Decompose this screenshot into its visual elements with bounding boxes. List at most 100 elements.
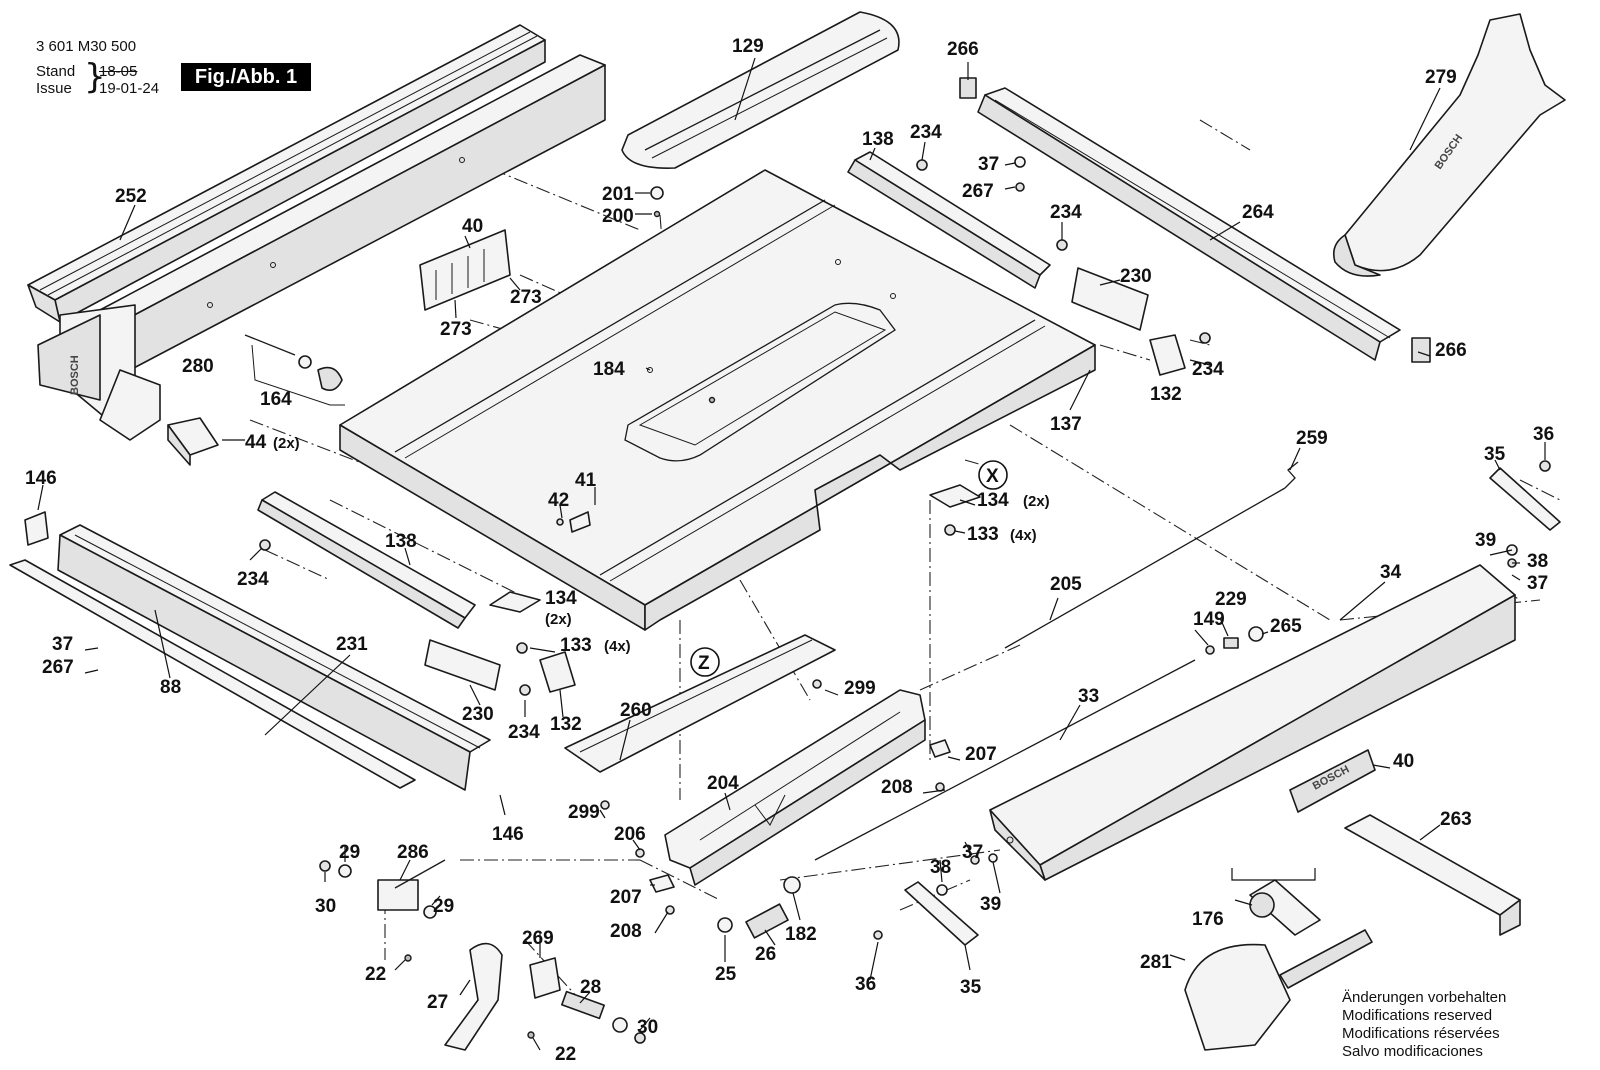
part-label-133: 133 [560,635,592,656]
part-label-205: 205 [1050,574,1082,595]
part-label-234: 234 [237,569,269,590]
part-label-234: 234 [508,722,540,743]
part-label-206: 206 [614,824,646,845]
marker-x-text: X [986,466,999,487]
modification-notes: Änderungen vorbehalten Modifications res… [1342,989,1506,1061]
part-label-22: 22 [365,964,386,985]
part-label-134: 134 [977,490,1009,511]
qty-134a: (2x) [545,611,572,628]
qty-134b: (2x) [1023,493,1050,510]
part-label-29: 29 [433,896,454,917]
part-label-299: 299 [844,678,876,699]
part-label-34: 34 [1380,562,1402,583]
part-label-234: 234 [910,122,942,143]
stand-label: Stand [36,63,76,80]
part-label-208: 208 [881,777,913,798]
part-label-37: 37 [962,842,983,863]
part-label-36: 36 [1533,424,1554,445]
issue-label: Issue [36,80,72,97]
part-label-36: 36 [855,974,876,995]
small-parts-lower-left [319,859,646,1051]
brace-icon: } [84,57,106,97]
part-label-234: 234 [1192,359,1224,380]
part-label-264: 264 [1242,202,1274,223]
bracket-132-upper [1149,334,1186,376]
scale-88 [9,559,416,789]
part-label-266: 266 [947,39,979,60]
brackets-lower [259,484,981,696]
table-137 [339,169,1096,631]
bar-263 [1344,814,1521,936]
qty-44: (2x) [273,435,300,452]
rod-205 [1004,461,1299,649]
part-label-260: 260 [620,700,652,721]
part-label-149: 149 [1193,609,1225,630]
note-line-3: Modifications réservées [1342,1025,1500,1042]
part-label-138: 138 [385,531,417,552]
part-label-184: 184 [593,359,625,380]
part-label-40: 40 [1393,751,1414,772]
beam-34 [989,564,1516,881]
part-label-134: 134 [545,588,577,609]
small-parts-lower-mid [600,679,951,939]
part-label-146: 146 [25,468,57,489]
part-label-146: 146 [492,824,524,845]
part-label-252: 252 [115,186,147,207]
part-label-176: 176 [1192,909,1224,930]
issue-date: 19-01-24 [99,80,160,97]
part-label-129: 129 [732,36,764,57]
part-label-22: 22 [555,1044,576,1065]
part-label-37: 37 [978,154,999,175]
part-label-132: 132 [1150,384,1182,405]
part-label-299: 299 [568,802,600,823]
plate-40 [419,229,511,311]
part-label-207: 207 [965,744,997,765]
clamp-164 [244,334,345,406]
part-label-30: 30 [637,1017,658,1038]
brand-text-280: BOSCH [69,355,81,395]
part-label-35: 35 [960,977,982,998]
part-label-164: 164 [260,389,292,410]
washers-229 [1205,626,1264,655]
rail-260 [564,634,836,773]
part-label-33: 33 [1078,686,1099,707]
miter-parts [1184,879,1373,1051]
part-label-29: 29 [339,842,360,863]
qty-133b: (4x) [1010,527,1037,544]
part-label-229: 229 [1215,589,1247,610]
part-label-267: 267 [42,657,74,678]
part-label-41: 41 [575,470,597,491]
part-label-37: 37 [52,634,73,655]
endcap-146-left [24,511,49,546]
insert-129 [621,11,900,169]
figure-label: Fig./Abb. 1 [181,63,311,91]
part-label-42: 42 [548,490,569,511]
part-label-182: 182 [785,924,817,945]
marker-z-text: Z [698,653,710,674]
part-label-27: 27 [427,992,448,1013]
plate-230-upper [1071,267,1149,331]
part-label-269: 269 [522,928,554,949]
part-label-35: 35 [1484,444,1506,465]
part-label-266: 266 [1435,340,1467,361]
part-label-40: 40 [462,216,483,237]
part-label-39: 39 [1475,530,1496,551]
part-label-281: 281 [1140,952,1172,973]
note-line-4: Salvo modificaciones [1342,1043,1483,1060]
part-label-38: 38 [1527,551,1548,572]
part-label-133: 133 [967,524,999,545]
rail-231 [57,524,491,791]
part-label-231: 231 [336,634,368,655]
rail-138-lower [257,491,476,629]
part-label-132: 132 [550,714,582,735]
part-label-25: 25 [715,964,737,985]
marker-z: Z [690,647,720,677]
part-label-28: 28 [580,977,601,998]
part-label-230: 230 [1120,266,1152,287]
part-label-200: 200 [602,206,634,227]
part-label-234: 234 [1050,202,1082,223]
part-label-26: 26 [755,944,776,965]
part-label-201: 201 [602,184,634,205]
marker-x: X [978,460,1008,490]
